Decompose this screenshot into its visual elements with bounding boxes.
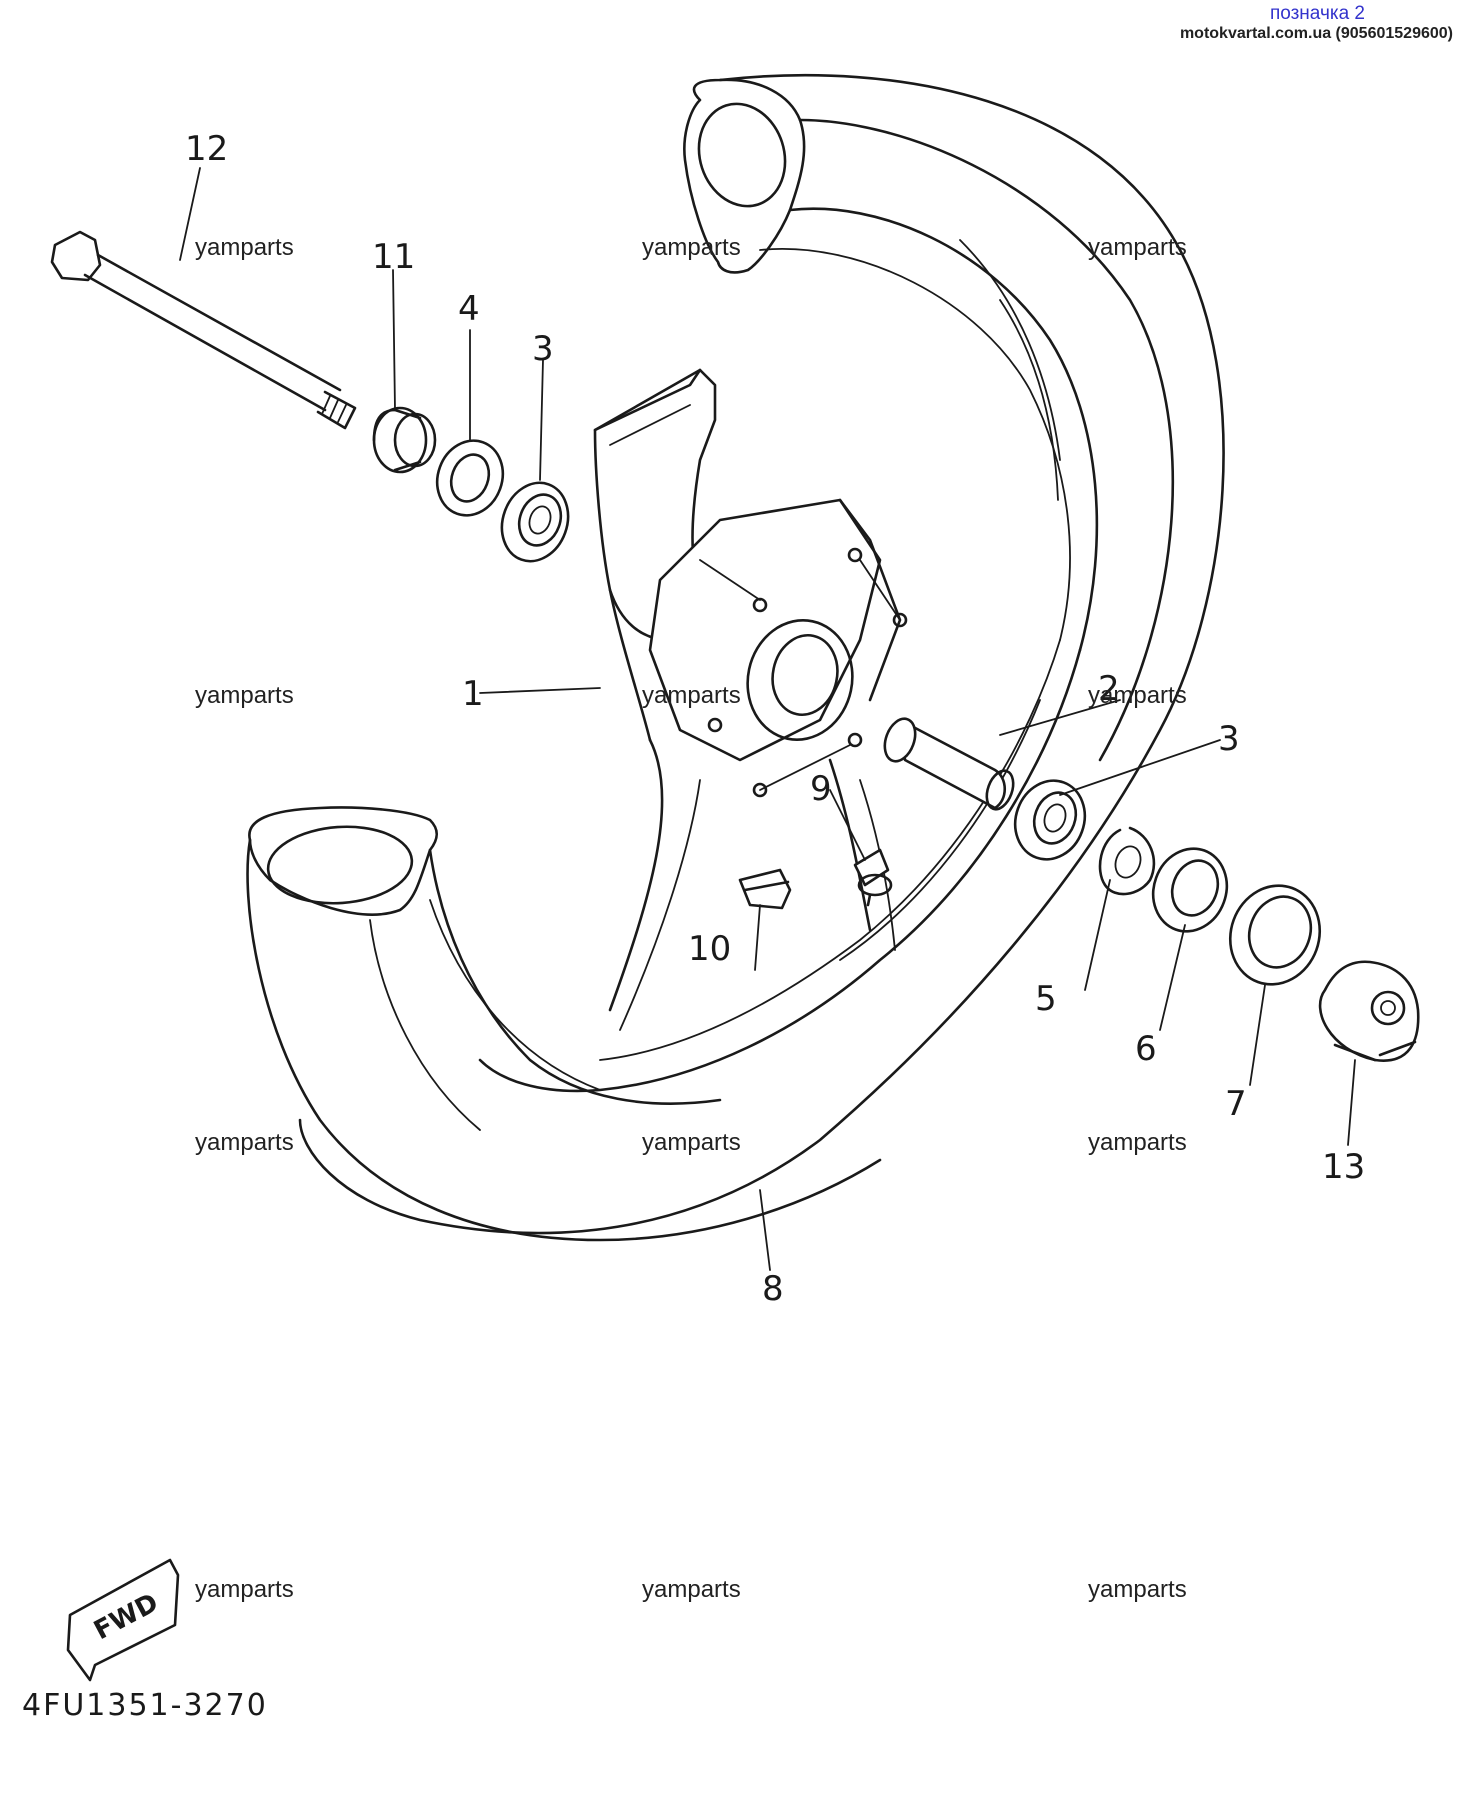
oil-seal-left	[435, 439, 505, 517]
watermark-2: yamparts	[642, 234, 741, 261]
callout-numbers: 12 11 4 3 1 2 3 5 6 7 13 8 9 10	[185, 129, 1365, 1309]
callout-7: 7	[1225, 1084, 1247, 1124]
watermark-8: yamparts	[642, 1129, 741, 1156]
watermark-1: yamparts	[195, 234, 294, 261]
watermark-7: yamparts	[195, 1129, 294, 1156]
watermark-5: yamparts	[642, 682, 741, 709]
watermark-9: yamparts	[1088, 1129, 1187, 1156]
part-code: 4FU1351-3270	[22, 1688, 268, 1723]
axle-bolt	[50, 230, 357, 430]
watermark-11: yamparts	[642, 1576, 741, 1603]
header-label: позначка 2 motokvartal.com.ua (905601529…	[1179, 3, 1453, 42]
watermark-3: yamparts	[1088, 234, 1187, 261]
watermark-4: yamparts	[195, 682, 294, 709]
site-caption: motokvartal.com.ua (905601529600)	[1179, 24, 1453, 42]
watermarks: yamparts yamparts yamparts yamparts yamp…	[195, 234, 1187, 1603]
callout-2: 2	[1098, 669, 1120, 709]
meter-gear-unit	[1318, 960, 1420, 1062]
callout-12: 12	[185, 129, 228, 169]
tag-link[interactable]: позначка 2	[1269, 3, 1365, 24]
callout-8: 8	[762, 1269, 784, 1309]
watermark-10: yamparts	[195, 1576, 294, 1603]
oil-seal-right	[1151, 847, 1229, 933]
watermark-6: yamparts	[1088, 682, 1187, 709]
watermark-12: yamparts	[1088, 1576, 1187, 1603]
fwd-arrow-icon: FWD	[66, 1558, 180, 1682]
callout-5: 5	[1035, 979, 1057, 1019]
bearing-left	[500, 481, 570, 563]
circlip	[1098, 826, 1156, 896]
spacer	[883, 717, 1015, 811]
callout-9: 9	[810, 769, 832, 809]
wheel-hub	[593, 368, 908, 1031]
callout-11: 11	[372, 237, 415, 277]
collar-right	[1228, 884, 1322, 986]
callout-3-left: 3	[532, 329, 554, 369]
collar	[372, 406, 437, 474]
tire-valve	[853, 848, 893, 907]
callout-4: 4	[458, 289, 480, 329]
leader-lines	[179, 167, 1356, 1271]
callout-13: 13	[1322, 1147, 1365, 1187]
bearing-right	[1013, 779, 1087, 861]
balance-weight	[738, 868, 792, 910]
callout-3-right: 3	[1218, 719, 1240, 759]
callout-1: 1	[462, 674, 484, 714]
callout-6: 6	[1135, 1029, 1157, 1069]
callout-10: 10	[688, 929, 731, 969]
wheel-rim	[246, 73, 1225, 1242]
